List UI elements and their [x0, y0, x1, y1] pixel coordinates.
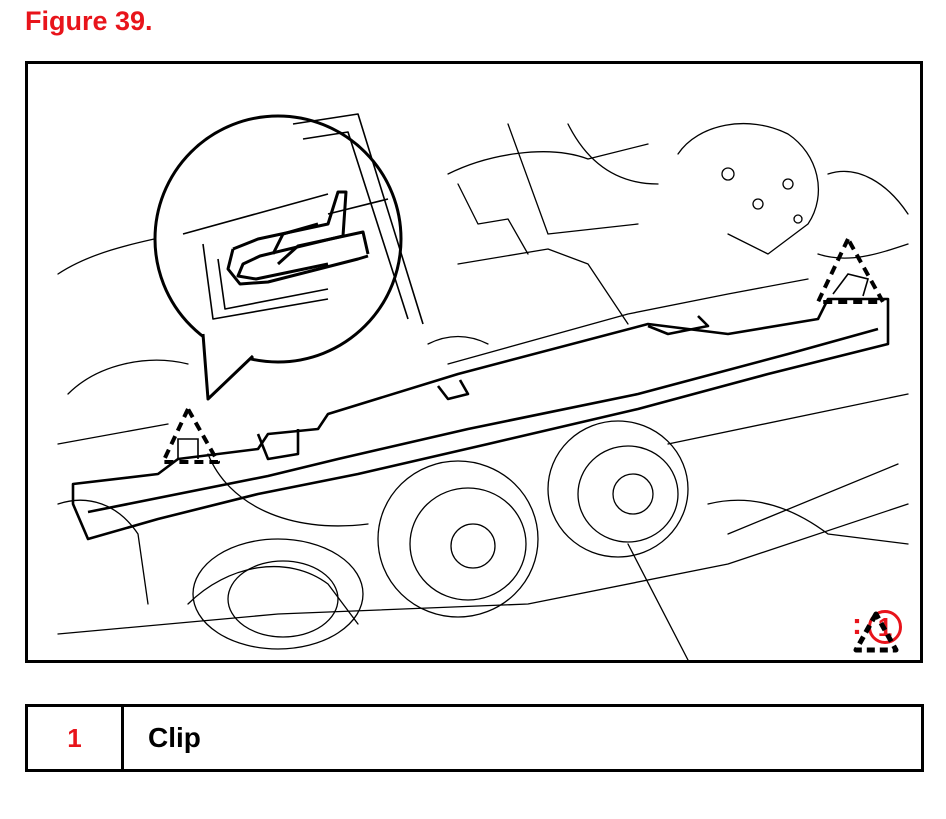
magnified-callout [153, 113, 424, 401]
legend-row-number: 1 [28, 707, 124, 769]
illustration-frame: : 1 [25, 61, 923, 663]
line-illustration [57, 113, 909, 660]
figure-title: Figure 39. [25, 6, 153, 36]
legend-table: 1 Clip [25, 704, 924, 772]
clip-detail [226, 190, 370, 286]
legend-row-label: Clip [148, 722, 201, 753]
callout-separator: : [852, 608, 862, 641]
dashed-triangle-icon [853, 611, 899, 653]
clip-marker-right-icon [816, 237, 885, 304]
trim-panel [71, 297, 890, 541]
callout-key: : 1 [852, 608, 902, 653]
